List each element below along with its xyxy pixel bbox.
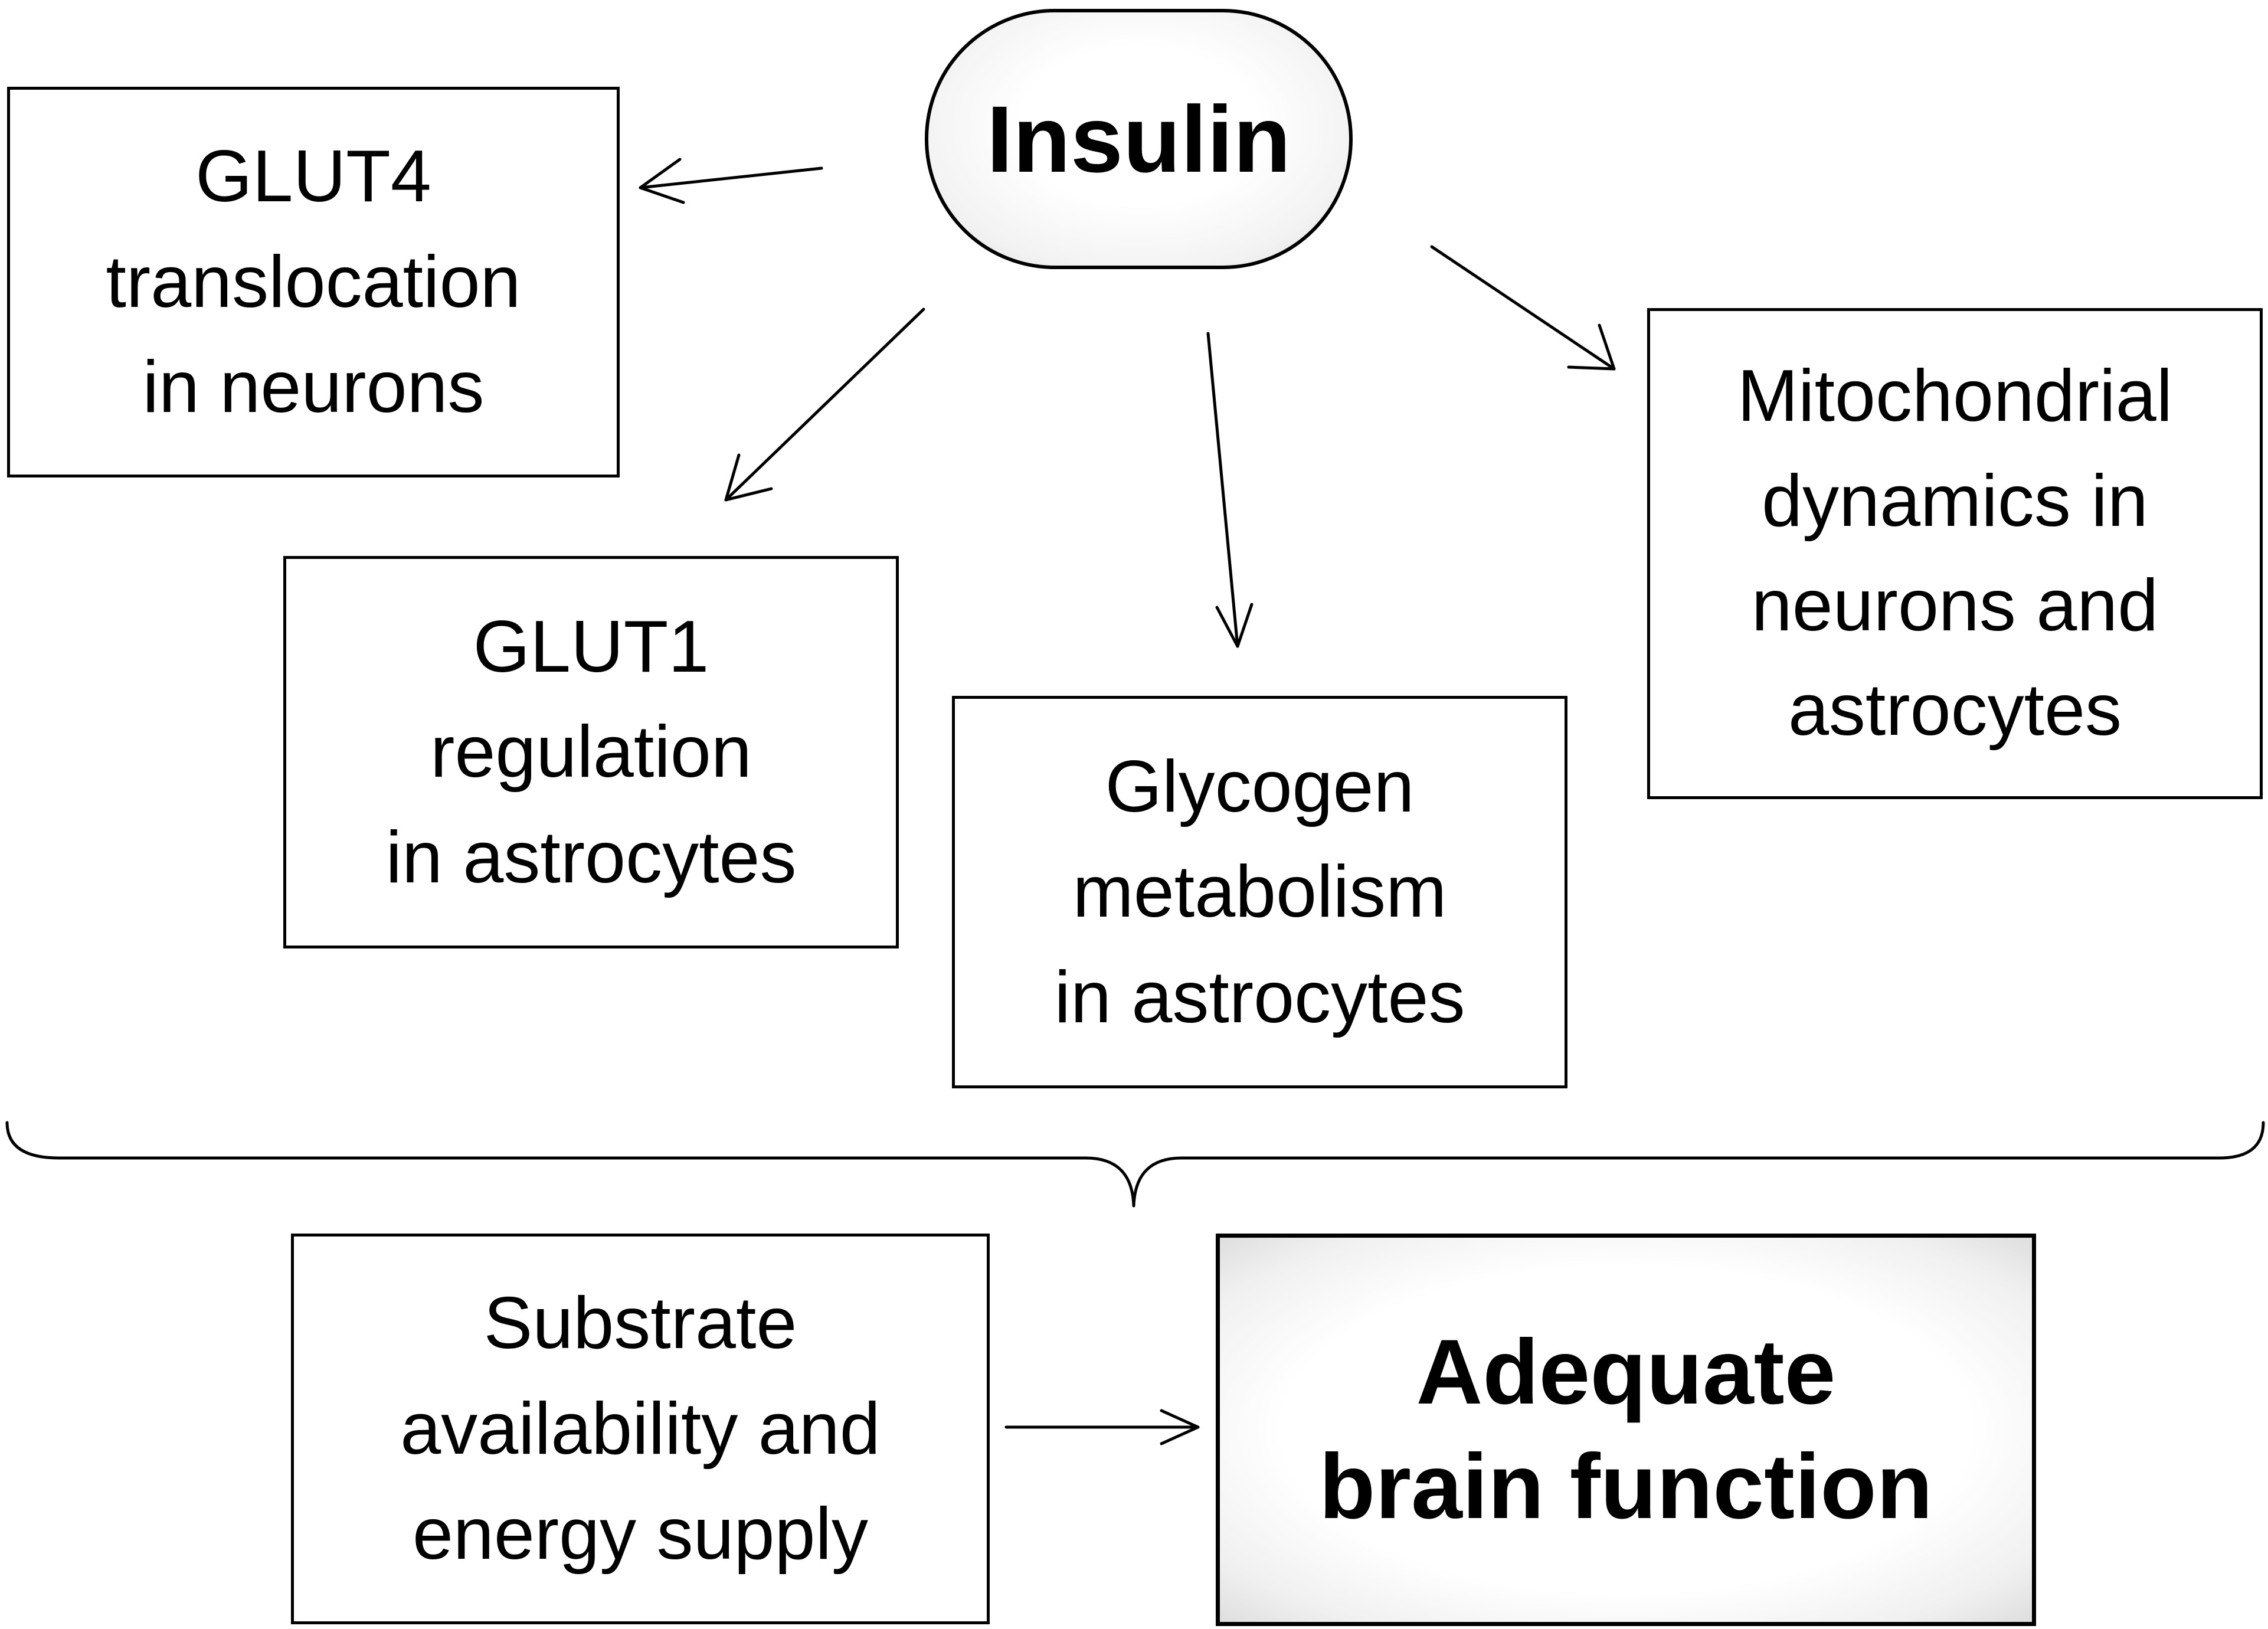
arrow-insulin-to-glycogen <box>1206 332 1254 648</box>
brain-line-2: brain function <box>1319 1435 1933 1538</box>
adequate-brain-function-box: Adequate brain function <box>1216 1234 2036 1626</box>
mito-line-4: astrocytes <box>1788 669 2122 751</box>
curly-brace <box>5 1121 2265 1208</box>
glut4-line-1: GLUT4 <box>195 136 431 218</box>
arrow-substrate-to-brain <box>1004 1409 1200 1445</box>
glycogen-metabolism-box: Glycogen metabolism in astrocytes <box>952 696 1567 1088</box>
mito-line-1: Mitochondrial <box>1737 355 2173 437</box>
glut4-translocation-box: GLUT4 translocation in neurons <box>7 87 620 477</box>
arrow-insulin-to-glut1 <box>724 308 925 502</box>
arrow-insulin-to-glut4 <box>639 158 823 204</box>
substrate-line-2: availability and <box>400 1388 881 1470</box>
glycogen-line-2: metabolism <box>1072 851 1447 933</box>
glut4-line-3: in neurons <box>142 346 485 428</box>
substrate-line-1: Substrate <box>483 1283 797 1365</box>
mito-line-2: dynamics in <box>1762 460 2148 542</box>
glycogen-label: Glycogen metabolism in astrocytes <box>1054 734 1465 1051</box>
glut1-line-3: in astrocytes <box>385 816 797 898</box>
glut4-label: GLUT4 translocation in neurons <box>106 124 521 440</box>
mitochondrial-dynamics-box: Mitochondrial dynamics in neurons and as… <box>1647 308 2263 799</box>
glycogen-line-1: Glycogen <box>1105 745 1415 827</box>
insulin-node: Insulin <box>925 9 1353 269</box>
glut4-line-2: translocation <box>106 241 521 323</box>
mito-label: Mitochondrial dynamics in neurons and as… <box>1737 344 2172 763</box>
glut1-label: GLUT1 regulation in astrocytes <box>385 594 796 911</box>
substrate-label: Substrate availability and energy supply <box>400 1271 880 1587</box>
mito-line-3: neurons and <box>1751 565 2159 646</box>
insulin-label: Insulin <box>986 86 1291 192</box>
glut1-line-2: regulation <box>430 711 752 793</box>
brain-label: Adequate brain function <box>1319 1316 1933 1544</box>
glut1-regulation-box: GLUT1 regulation in astrocytes <box>283 556 899 948</box>
glut1-line-1: GLUT1 <box>473 606 709 688</box>
brain-line-1: Adequate <box>1416 1321 1836 1424</box>
substrate-line-3: energy supply <box>412 1493 869 1575</box>
glycogen-line-3: in astrocytes <box>1054 956 1465 1038</box>
arrow-insulin-to-mitochondrial <box>1430 245 1616 371</box>
substrate-availability-box: Substrate availability and energy supply <box>291 1234 990 1624</box>
